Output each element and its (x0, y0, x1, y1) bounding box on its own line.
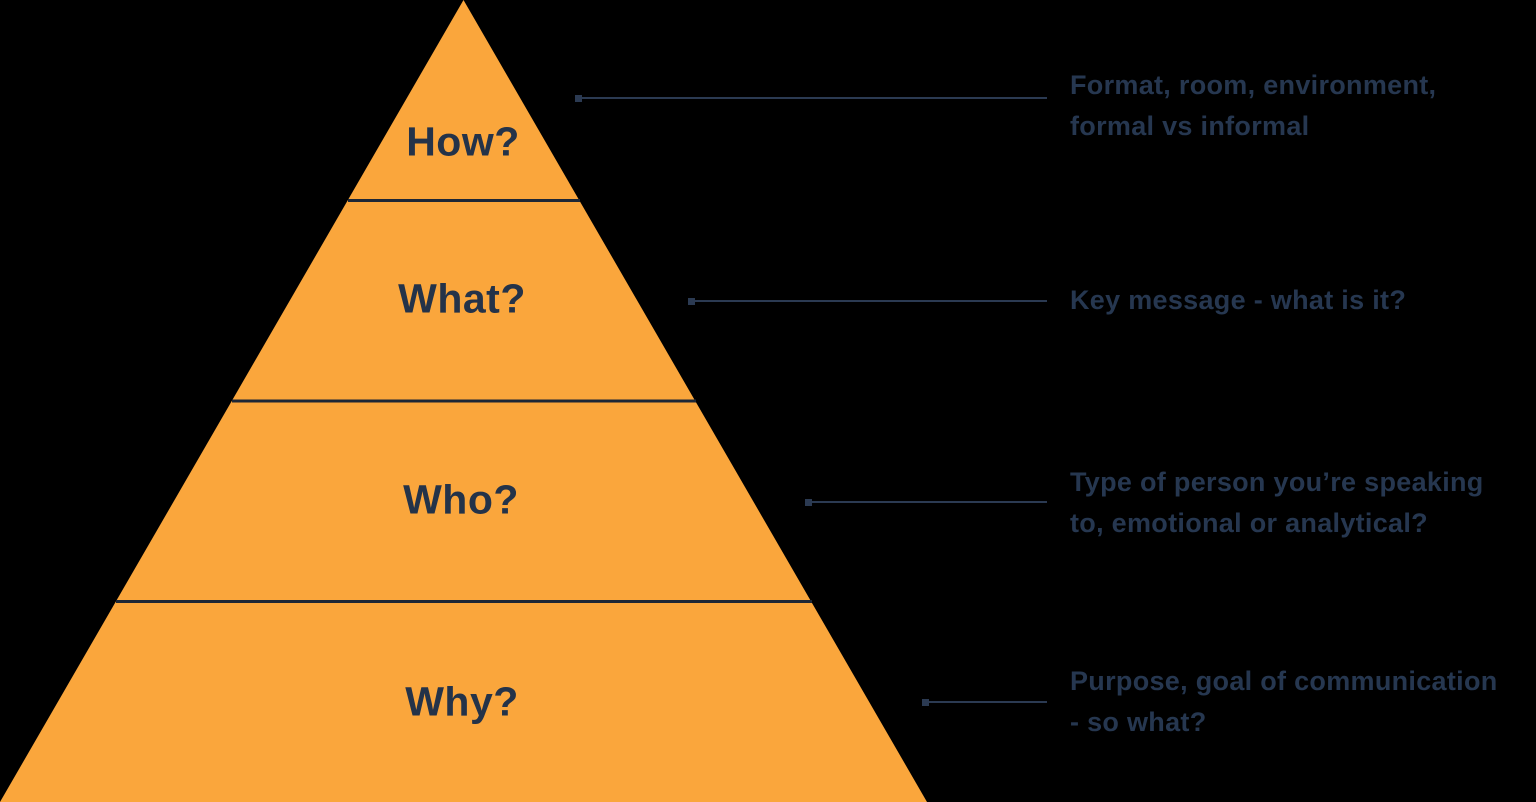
connector-line-how (575, 94, 1047, 102)
connector-line-what (688, 297, 1047, 305)
connector-line-who (805, 498, 1047, 506)
pyramid-level-label-how: How? (406, 118, 520, 165)
annotation-what: Key message - what is it? (1070, 285, 1407, 315)
annotation-who: Type of person you’re speaking to, emoti… (1070, 467, 1484, 538)
pyramid-level-label-who: Who? (403, 476, 519, 523)
annotation-why: Purpose, goal of communication - so what… (1070, 666, 1498, 737)
annotation-how: Format, room, environment, formal vs inf… (1070, 70, 1437, 141)
pyramid-level-label-what: What? (398, 275, 526, 322)
pyramid-level-label-why: Why? (405, 678, 519, 725)
connector-line-why (922, 698, 1047, 706)
